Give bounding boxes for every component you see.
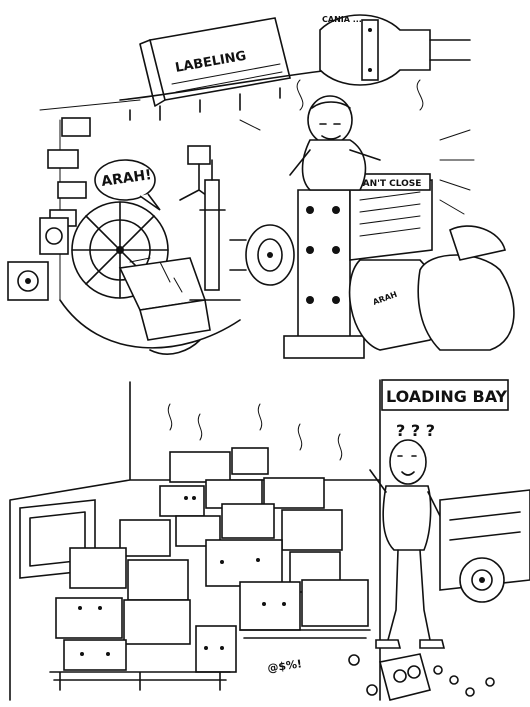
machine-plate-text: CAN'T CLOSE [356,179,421,189]
wall-brick [47,149,79,169]
box [221,503,275,539]
box [301,579,369,627]
top-worker [289,95,381,191]
box [123,599,191,645]
box [119,519,171,557]
box [205,539,283,587]
truck [439,489,530,603]
box [55,597,123,639]
speech-bubble-text: ARAH! [100,167,152,190]
wall-banner: LABELING [119,17,331,121]
scribble-text: @$%! [267,657,303,675]
svg-text:CANIA ...: CANIA ... [322,15,362,24]
sacks: ARAH [348,225,515,351]
overhead-pipe: CANIA ... [319,14,471,86]
box [263,477,325,509]
switch-box [187,145,211,165]
main-machine: CAN'T CLOSE [283,173,433,359]
wall-brick [61,117,91,137]
box [159,485,205,517]
wall-brick [57,181,87,199]
motor-wheel [7,201,169,301]
bottom-panel: LOADING BAY [9,379,530,701]
loading-bay-sign: LOADING BAY [381,379,509,411]
tank [204,179,220,291]
box [69,547,127,589]
loading-bay-text: LOADING BAY [386,387,508,406]
top-panel: LABELING CANIA ... ARAH! [7,14,515,359]
question-marks: ? ? ? [396,421,435,440]
box [169,451,231,483]
box [63,639,127,671]
box-pile [49,447,371,691]
crushed-boxes [59,257,241,355]
speech-bubble: ARAH! [94,159,161,211]
fan-motor [229,224,295,286]
bottom-worker: ? ? ? [369,421,446,649]
box [231,447,269,475]
machine-base [283,335,365,359]
spilled-items [348,653,495,701]
box [239,581,301,631]
box [281,509,343,551]
box [195,625,237,673]
box [127,559,189,601]
